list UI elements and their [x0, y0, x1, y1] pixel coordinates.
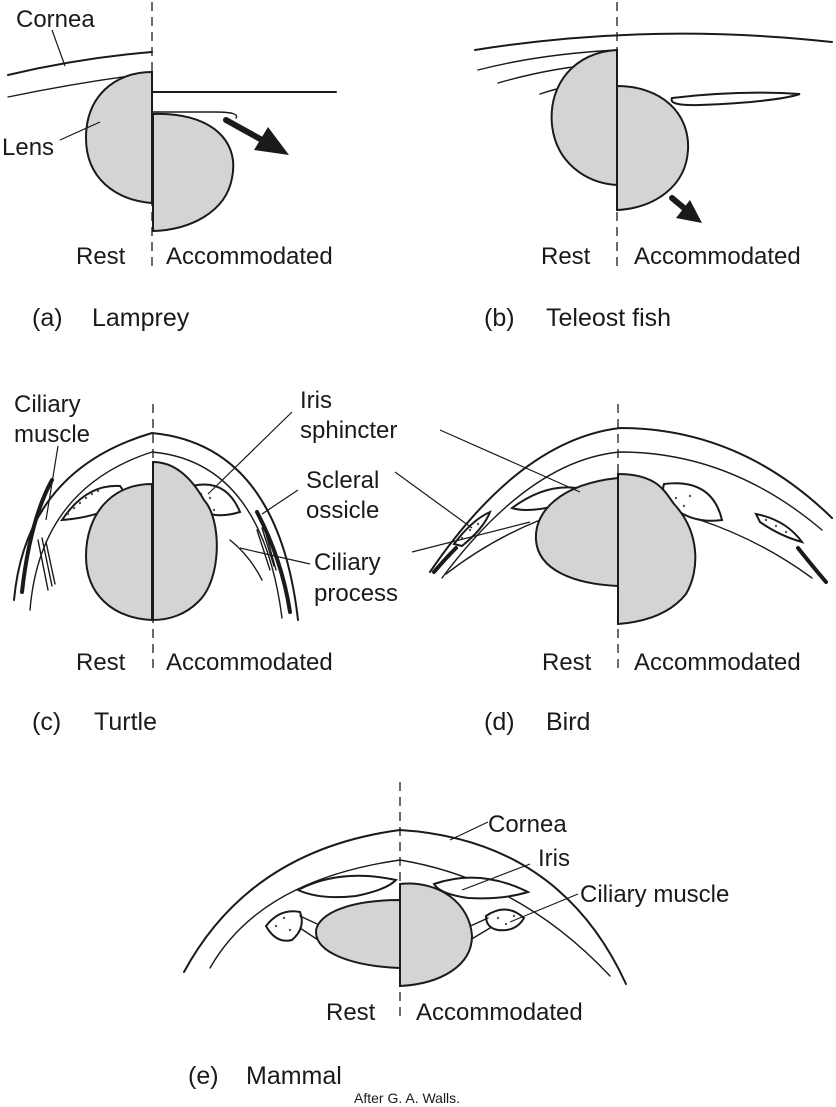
caption-letter-b: (b): [484, 304, 515, 332]
label-accommodated-d: Accommodated: [634, 649, 801, 676]
ciliary-process-c: [229, 539, 263, 581]
leader-ciliary-process-c: [239, 547, 311, 565]
ossicle-right-d: [754, 512, 805, 544]
ciliary-muscle-fibres-c: [37, 527, 277, 591]
label-accommodated-b: Accommodated: [634, 243, 801, 270]
sclera-thick-left: [20, 478, 54, 594]
label-ciliary-muscle-e: Ciliary muscle: [580, 881, 729, 908]
leader-scleral-ossicle-c: [261, 489, 299, 515]
label-rest-d: Rest: [542, 649, 592, 676]
label-ciliary-process-c-1: Ciliary: [314, 549, 381, 576]
caption-name-e: Mammal: [246, 1062, 342, 1090]
leader-iris-sphincter-d: [439, 429, 581, 493]
lens-rest-b: [550, 48, 618, 187]
cornea-outer-left: [7, 51, 153, 76]
ciliary-body-left-d: [445, 519, 541, 575]
leader-cornea-e: [449, 821, 489, 841]
caption-name-c: Turtle: [94, 708, 157, 736]
caption-name-d: Bird: [546, 708, 590, 736]
cornea-accommodated-inner: [152, 111, 238, 119]
label-cornea-a: Cornea: [16, 6, 95, 33]
iris-right-e: [432, 876, 531, 900]
lens-accommodated-d: [617, 472, 697, 626]
leader-ciliary-muscle-c: [45, 445, 59, 521]
panel-d-bird: Rest Accommodated (d) Bird: [394, 404, 833, 736]
label-ciliary-muscle-c-2: muscle: [14, 421, 90, 448]
leader-iris-e: [461, 863, 531, 891]
caption-letter-c: (c): [32, 708, 61, 736]
cornea-inner-b1: [477, 49, 618, 71]
ciliary-body-right-d: [699, 519, 813, 579]
leader-cornea-a: [51, 29, 66, 67]
panel-b-teleost-fish: Rest Accommodated (b) Teleost fish: [474, 2, 833, 332]
eye-wall-outer-d: [429, 427, 833, 573]
panel-a-lamprey: Cornea Lens Rest Accommodated (a) Lampre…: [2, 2, 337, 332]
label-iris-e: Iris: [538, 845, 570, 872]
caption-name-b: Teleost fish: [546, 304, 671, 332]
leader-iris-sphincter-c: [207, 411, 293, 495]
leader-ciliary-process-d: [411, 521, 531, 553]
panel-e-mammal: Cornea Iris Ciliary muscle Rest Accommod…: [183, 782, 729, 1090]
sclera-thick-left-d: [432, 546, 458, 574]
lens-accommodated-b: [616, 84, 690, 212]
lens-rest-e: [314, 898, 401, 970]
label-rest-a: Rest: [76, 243, 126, 270]
credit-line: After G. A. Walls.: [354, 1090, 460, 1106]
label-accommodated-a: Accommodated: [166, 243, 333, 270]
caption-name-a: Lamprey: [92, 304, 190, 332]
label-rest-b: Rest: [541, 243, 591, 270]
label-accommodated-c: Accommodated: [166, 649, 333, 676]
arrow-b: [669, 195, 702, 223]
label-iris-sphincter-c-2: sphincter: [300, 417, 397, 444]
lens-accommodated: [152, 112, 235, 233]
label-rest-c: Rest: [76, 649, 126, 676]
label-lens-a: Lens: [2, 134, 54, 161]
lens-accommodated-e: [399, 882, 474, 988]
arrow-a: [223, 117, 289, 155]
iris-left-e: [295, 874, 399, 899]
label-ciliary-muscle-c-1: Ciliary: [14, 391, 81, 418]
eye-wall-inner-d: [441, 451, 823, 579]
leader-scleral-ossicle-d: [394, 471, 473, 529]
lens-rest-c: [84, 482, 153, 622]
label-ciliary-process-c-2: process: [314, 580, 398, 607]
ciliary-right-e: [484, 908, 526, 932]
caption-letter-d: (d): [484, 708, 515, 736]
label-cornea-e: Cornea: [488, 811, 567, 838]
lens-accommodated-c: [152, 460, 218, 622]
lens-rest: [84, 70, 153, 205]
caption-letter-a: (a): [32, 304, 63, 332]
sclera-thick-right-d: [796, 546, 828, 584]
leader-lens-a: [59, 121, 101, 141]
stipple-ciliary-e: [274, 914, 516, 932]
label-iris-sphincter-c-1: Iris: [300, 387, 332, 414]
panel-c-turtle: Ciliary muscle Iris sphincter Scleral os…: [13, 387, 398, 736]
label-scleral-ossicle-c-1: Scleral: [306, 467, 379, 494]
caption-letter-e: (e): [188, 1062, 219, 1090]
cornea-outer-b: [474, 32, 833, 51]
label-rest-e: Rest: [326, 999, 376, 1026]
label-accommodated-e: Accommodated: [416, 999, 583, 1026]
sclera-thick-right: [255, 510, 292, 614]
ciliary-left-e: [264, 910, 303, 942]
label-scleral-ossicle-c-2: ossicle: [306, 497, 379, 524]
leader-ciliary-muscle-e: [509, 893, 579, 923]
iris-flap-b: [670, 91, 801, 107]
